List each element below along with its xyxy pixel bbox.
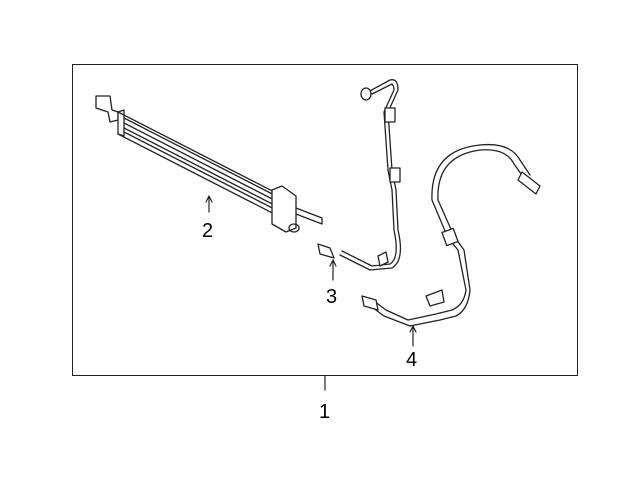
callout-2: 2 [202, 220, 214, 242]
oil-cooler[interactable] [95, 95, 323, 233]
cooler-line-lower[interactable] [361, 143, 541, 327]
callout-1: 1 [319, 401, 331, 423]
callout-3: 3 [326, 286, 338, 308]
callout-leaders [205, 195, 417, 391]
callout-4: 4 [406, 349, 418, 371]
cooler-line-upper[interactable] [317, 79, 402, 271]
